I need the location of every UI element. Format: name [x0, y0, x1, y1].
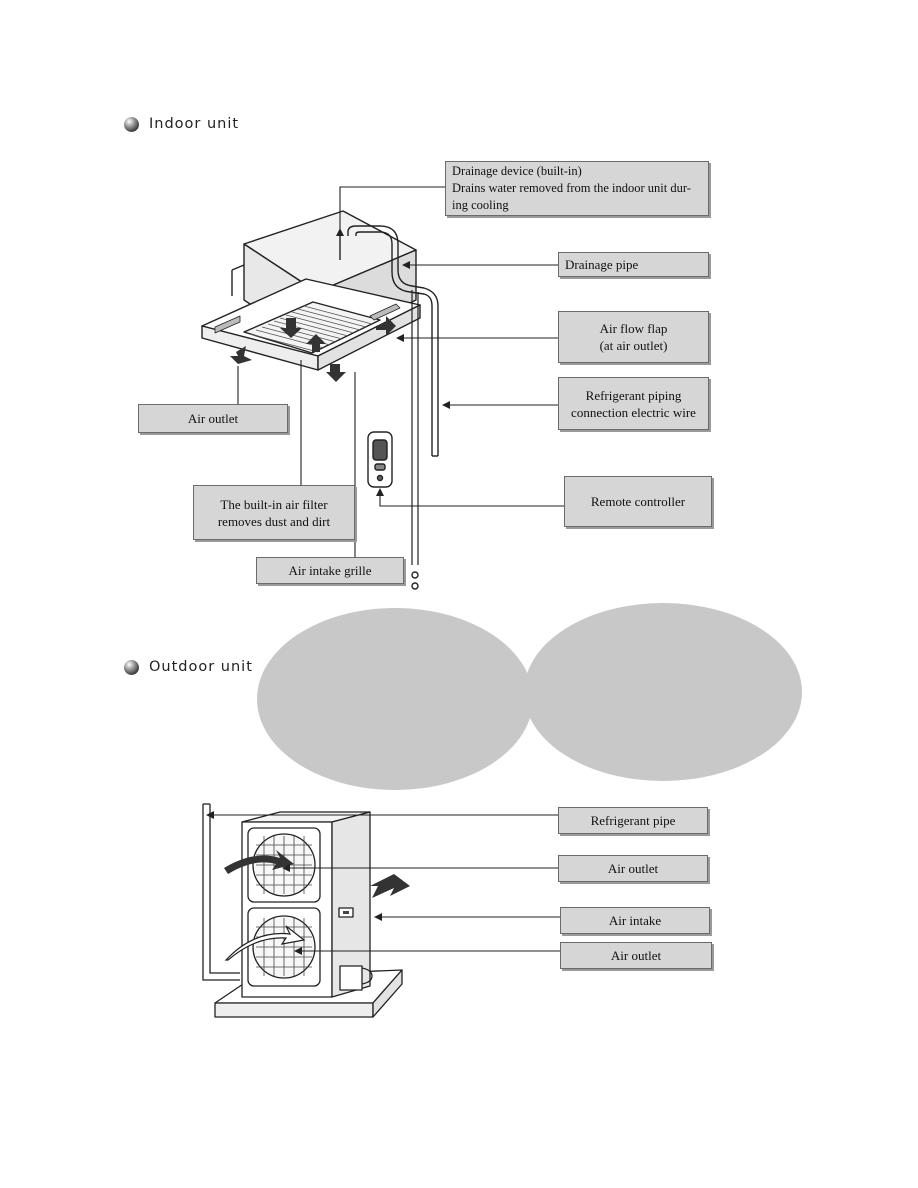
- label-air-outlet-bottom: Air outlet: [560, 942, 712, 969]
- label-air-intake: Air intake: [560, 907, 710, 934]
- indoor-unit-heading-text: Indoor unit: [149, 116, 240, 132]
- label-air-filter: The built-in air filter removes dust and…: [193, 485, 355, 540]
- indoor-cassette-unit: [201, 210, 439, 590]
- bullet-icon: [124, 116, 139, 132]
- label-refrigerant-piping: Refrigerant piping connection electric w…: [558, 377, 709, 430]
- label-drainage-device: Drainage device (built-in) Drains water …: [445, 161, 709, 216]
- label-drainage-pipe: Drainage pipe: [558, 252, 709, 277]
- outdoor-arrowheads: [206, 811, 382, 955]
- outdoor-airflow-arrows: [224, 850, 410, 961]
- outdoor-leader-lines: [212, 814, 560, 952]
- outdoor-condensing-unit: [202, 803, 403, 1018]
- label-air-intake-grille: Air intake grille: [256, 557, 404, 584]
- outdoor-unit-heading-text: Outdoor unit: [149, 659, 253, 675]
- label-air-outlet-indoor: Air outlet: [138, 404, 288, 433]
- bullet-icon: [124, 659, 139, 675]
- label-air-outlet-top: Air outlet: [558, 855, 708, 882]
- gray-blob-shapes: [257, 603, 802, 790]
- outdoor-unit-heading: Outdoor unit: [124, 659, 253, 675]
- indoor-leader-lines: [237, 186, 564, 557]
- label-air-flow-flap: Air flow flap (at air outlet): [558, 311, 709, 363]
- indoor-arrowheads: [336, 228, 450, 496]
- indoor-unit-heading: Indoor unit: [124, 116, 239, 132]
- label-remote-controller: Remote controller: [564, 476, 712, 527]
- label-refrigerant-pipe: Refrigerant pipe: [558, 807, 708, 834]
